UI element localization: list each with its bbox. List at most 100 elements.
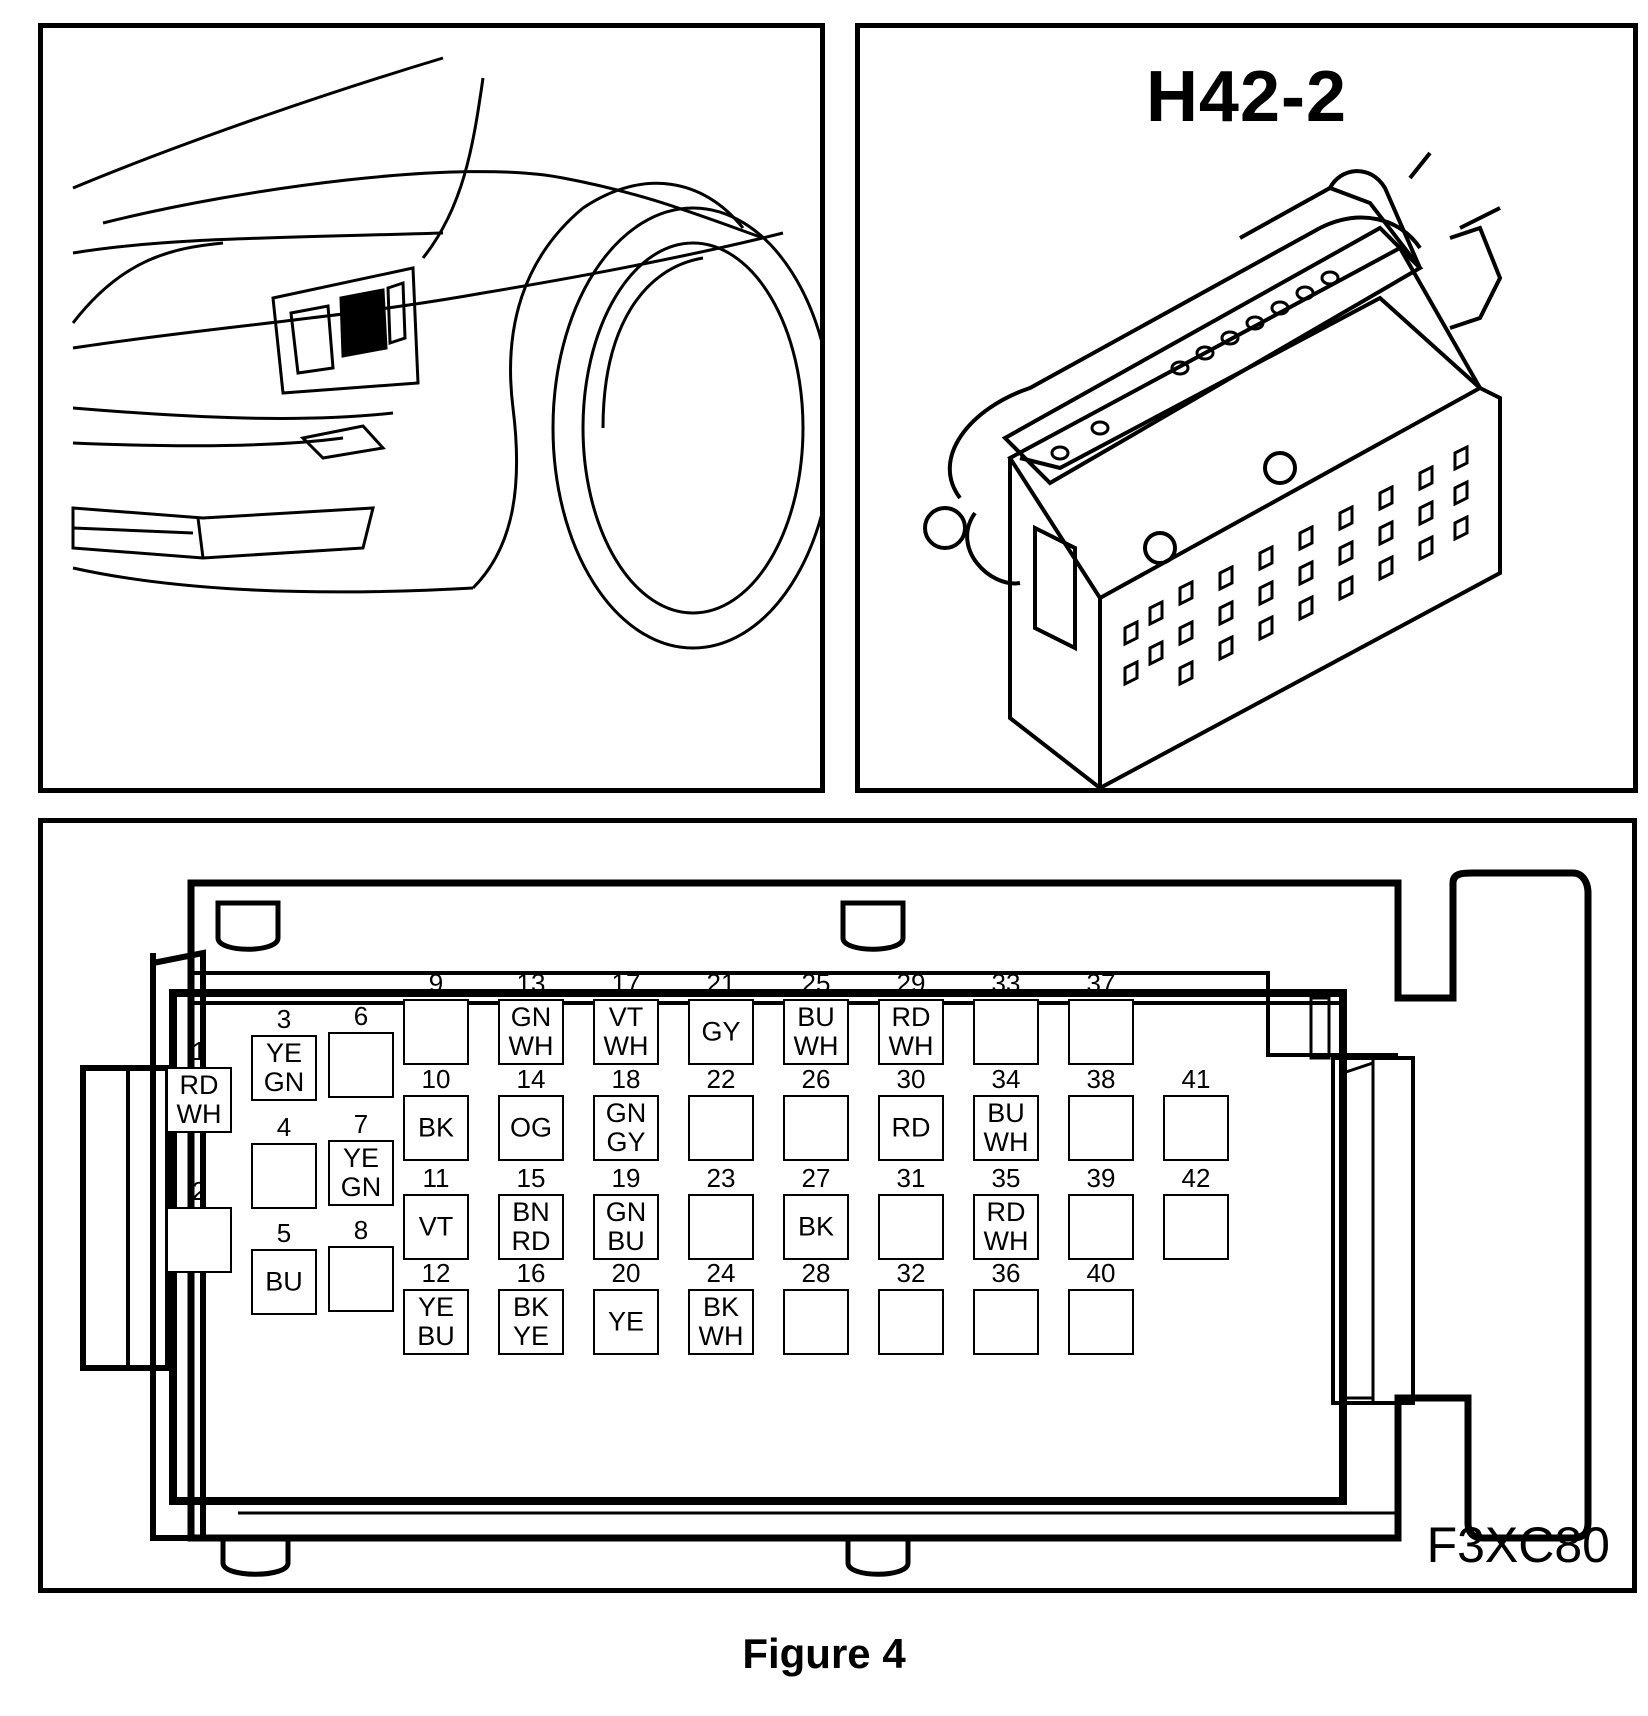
pin-cavity <box>1068 1194 1134 1260</box>
pin-cavity: BN RD <box>498 1194 564 1260</box>
connector-title: H42-2 <box>1145 57 1348 137</box>
pin-cavity <box>973 1289 1039 1355</box>
pin-cavity <box>328 1246 394 1312</box>
pin-number: 7 <box>353 1109 369 1139</box>
vehicle-location-view <box>38 23 825 793</box>
pin-number: 18 <box>611 1064 641 1094</box>
wire-color-code: GY <box>701 1016 741 1047</box>
pin-number: 10 <box>421 1064 451 1094</box>
pin-number: 6 <box>353 1001 369 1031</box>
pin-cavity <box>1068 1289 1134 1355</box>
pin-number: 28 <box>801 1258 831 1288</box>
pin-cavity: RD <box>878 1095 944 1161</box>
pin-cavity <box>1163 1194 1229 1260</box>
wire-color-code: BU WH <box>793 1002 839 1061</box>
wire-color-code: GN GY <box>605 1098 647 1157</box>
wire-color-code: RD WH <box>983 1197 1029 1256</box>
pin-cavity <box>783 1095 849 1161</box>
pin-cavity: YE BU <box>403 1289 469 1355</box>
wire-color-code: VT WH <box>603 1002 649 1061</box>
pin-number: 33 <box>991 968 1021 998</box>
pin-number: 1 <box>191 1036 207 1066</box>
wire-color-code: GN WH <box>508 1002 554 1061</box>
pin-cavity: VT WH <box>593 999 659 1065</box>
pin-number: 2 <box>191 1176 207 1206</box>
pin-number: 37 <box>1086 968 1116 998</box>
pin-cavity: BU WH <box>783 999 849 1065</box>
pin-number: 26 <box>801 1064 831 1094</box>
pin-number: 12 <box>421 1258 451 1288</box>
pin-number: 16 <box>516 1258 546 1288</box>
wire-color-code: OG <box>509 1112 552 1143</box>
pin-cavity <box>688 1095 754 1161</box>
wire-color-code: VT <box>418 1211 454 1242</box>
pin-number: 19 <box>611 1163 641 1193</box>
wire-color-code: BU <box>265 1266 303 1297</box>
pin-number: 8 <box>353 1215 369 1245</box>
pin-number: 25 <box>801 968 831 998</box>
pin-cavity <box>1163 1095 1229 1161</box>
pin-cavity: GN WH <box>498 999 564 1065</box>
pin-number: 5 <box>276 1218 292 1248</box>
pin-cavity: GN GY <box>593 1095 659 1161</box>
pin-cavity <box>251 1143 317 1209</box>
pin-number: 24 <box>706 1258 736 1288</box>
pin-cavity <box>878 1289 944 1355</box>
pin-number: 4 <box>276 1112 292 1142</box>
pin-cavity: BK YE <box>498 1289 564 1355</box>
pin-number: 15 <box>516 1163 546 1193</box>
wire-color-code: YE GN <box>263 1038 305 1097</box>
pin-cavity: BK <box>403 1095 469 1161</box>
figure-code: F3XC80 <box>1426 1517 1610 1573</box>
wire-color-code: GN BU <box>605 1197 647 1256</box>
wire-color-code: YE <box>607 1306 645 1337</box>
pin-cavity: YE GN <box>328 1140 394 1206</box>
wire-color-code: RD WH <box>176 1070 222 1129</box>
wire-color-code: BK <box>417 1112 455 1143</box>
pin-cavity <box>1068 1095 1134 1161</box>
pin-number: 34 <box>991 1064 1021 1094</box>
pin-number: 20 <box>611 1258 641 1288</box>
pin-cavity <box>783 1289 849 1355</box>
pin-cavity: RD WH <box>878 999 944 1065</box>
pin-cavity <box>688 1194 754 1260</box>
wire-color-code: BU WH <box>983 1098 1029 1157</box>
figure-caption: Figure 4 <box>742 1630 906 1677</box>
pin-number: 27 <box>801 1163 831 1193</box>
pin-number: 36 <box>991 1258 1021 1288</box>
pin-cavity: OG <box>498 1095 564 1161</box>
pin-number: 9 <box>428 968 444 998</box>
pin-cavity <box>403 999 469 1065</box>
pin-number: 42 <box>1181 1163 1211 1193</box>
pin-number: 38 <box>1086 1064 1116 1094</box>
pin-cavity: BK <box>783 1194 849 1260</box>
wire-color-code: RD <box>891 1112 931 1143</box>
pin-number: 32 <box>896 1258 926 1288</box>
pin-cavity: YE <box>593 1289 659 1355</box>
pin-cavity: GN BU <box>593 1194 659 1260</box>
pin-cavity: RD WH <box>973 1194 1039 1260</box>
wire-color-code: BK WH <box>698 1292 744 1351</box>
pin-number: 14 <box>516 1064 546 1094</box>
pin-number: 35 <box>991 1163 1021 1193</box>
wire-color-code: BK YE <box>512 1292 550 1351</box>
pin-number: 17 <box>611 968 641 998</box>
wire-color-code: BN RD <box>511 1197 551 1256</box>
pin-number: 31 <box>896 1163 926 1193</box>
pin-cavity <box>166 1207 232 1273</box>
connector-face-outline <box>80 869 1592 1577</box>
pin-cavity: RD WH <box>166 1067 232 1133</box>
pin-cavity: GY <box>688 999 754 1065</box>
pin-cavity: VT <box>403 1194 469 1260</box>
pin-number: 23 <box>706 1163 736 1193</box>
pin-number: 11 <box>422 1163 450 1193</box>
pin-number: 22 <box>706 1064 736 1094</box>
pin-cavity <box>328 1032 394 1098</box>
connector-illustration <box>923 151 1503 788</box>
wire-color-code: YE GN <box>340 1143 382 1202</box>
wire-color-code: YE BU <box>417 1292 455 1351</box>
pin-cavity: BK WH <box>688 1289 754 1355</box>
pin-number: 29 <box>896 968 926 998</box>
